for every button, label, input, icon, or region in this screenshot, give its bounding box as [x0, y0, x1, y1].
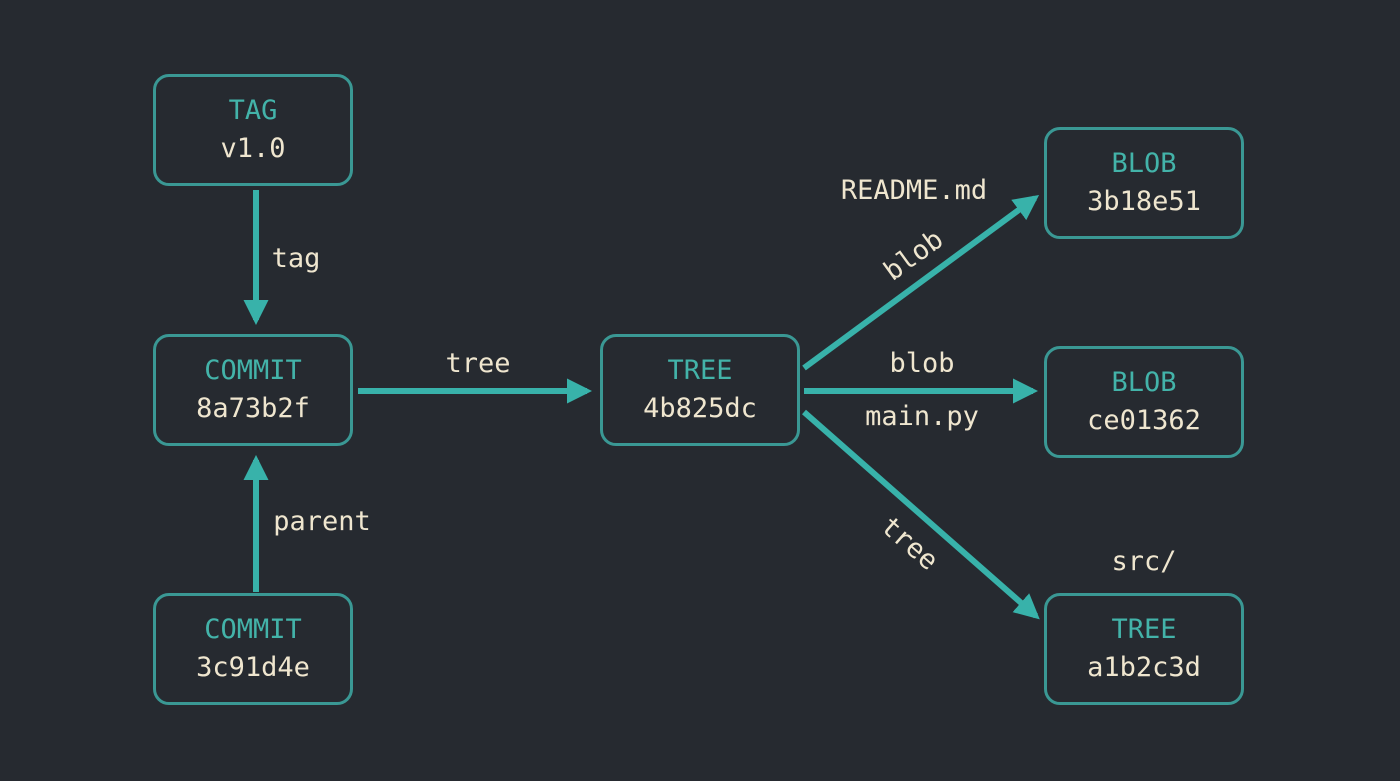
filename-readme: README.md [840, 175, 988, 206]
edge-tree-to-src-tree [802, 409, 1040, 620]
filename-src: src/ [1111, 546, 1177, 577]
tag-node: TAG v1.0 [153, 74, 353, 186]
edge-label-blob-main: blob [889, 348, 955, 379]
commit-node-main: COMMIT 8a73b2f [153, 334, 353, 446]
blob-node-main: BLOB ce01362 [1044, 346, 1244, 458]
commit-node-parent-hash: 3c91d4e [196, 652, 310, 683]
blob-node-readme-type: BLOB [1111, 148, 1177, 179]
blob-node-main-hash: ce01362 [1087, 405, 1201, 436]
tree-node-src-type: TREE [1111, 614, 1177, 645]
tree-node-root: TREE 4b825dc [600, 334, 800, 446]
tree-node-root-type: TREE [667, 355, 733, 386]
commit-node-main-type: COMMIT [204, 355, 302, 386]
tree-node-root-hash: 4b825dc [643, 393, 757, 424]
commit-node-main-hash: 8a73b2f [196, 393, 310, 424]
commit-node-parent-type: COMMIT [204, 614, 302, 645]
tree-node-src-hash: a1b2c3d [1087, 652, 1201, 683]
edge-tree-to-readme-blob [802, 195, 1040, 371]
edge-label-tree: tree [445, 348, 511, 379]
filename-main-py: main.py [865, 401, 979, 432]
blob-node-readme: BLOB 3b18e51 [1044, 127, 1244, 239]
blob-node-main-type: BLOB [1111, 367, 1177, 398]
edge-label-tag: tag [271, 243, 321, 274]
tag-node-type: TAG [228, 95, 278, 126]
blob-node-readme-hash: 3b18e51 [1087, 186, 1201, 217]
edge-label-parent: parent [273, 506, 371, 537]
commit-node-parent: COMMIT 3c91d4e [153, 593, 353, 705]
tree-node-src: TREE a1b2c3d [1044, 593, 1244, 705]
tag-node-value: v1.0 [220, 133, 286, 164]
